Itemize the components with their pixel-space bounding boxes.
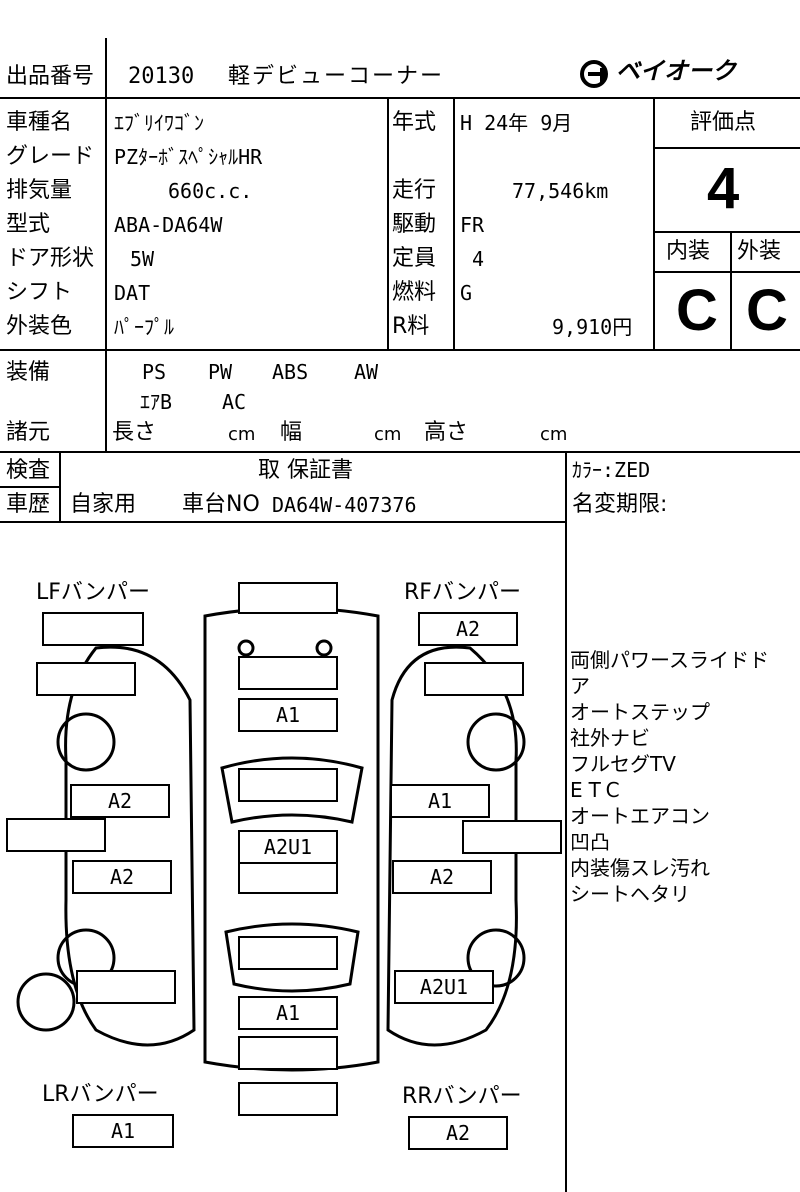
width-label: 幅 [280, 420, 303, 445]
roof-rear-box [238, 860, 338, 894]
rear-panel-box [238, 1036, 338, 1070]
inspection-label: 検査 [6, 458, 51, 483]
chassis-label: 車台NO [182, 492, 260, 517]
year: H 24年 9月 [460, 111, 573, 135]
color-code: ｶﾗｰ:ZED [572, 458, 651, 482]
dimensions-label: 諸元 [6, 420, 51, 445]
note-line: オートステップ [570, 700, 710, 724]
brand-logo: ベイオーク [578, 56, 788, 92]
equipment-ps: PS [142, 360, 167, 384]
note-line: 両側パワースライドド [570, 648, 769, 672]
lr-bumper-label: LRバンパー [42, 1082, 159, 1107]
equipment-pw: PW [208, 360, 233, 384]
roof-mark: A2U1 [238, 830, 338, 864]
displacement-label: 排気量 [6, 178, 73, 203]
note-line: 凹凸 [570, 830, 610, 854]
right-step-box [462, 820, 562, 854]
color-label: 外装色 [6, 314, 73, 339]
grade: PZﾀｰﾎﾞｽﾍﾟｼｬﾙHR [114, 145, 263, 169]
drive: FR [460, 213, 485, 237]
interior-grade: C [676, 278, 718, 343]
equipment-aw: AW [354, 360, 379, 384]
left-rear-door-mark: A2 [72, 860, 172, 894]
lr-bumper-mark: A1 [72, 1114, 174, 1148]
note-line: ETC [570, 778, 626, 802]
history-value: 自家用 [70, 492, 137, 517]
note-line: 社外ナビ [570, 726, 650, 750]
score: 4 [707, 156, 740, 221]
doors: 5W [130, 247, 155, 271]
score-label: 評価点 [690, 110, 757, 135]
logo-mark-icon [580, 60, 608, 88]
history-label: 車歴 [6, 492, 51, 517]
grade-label: グレード [6, 144, 95, 169]
note-line: 内装傷スレ汚れ [570, 856, 710, 880]
doors-label: ドア形状 [6, 246, 95, 271]
year-label: 年式 [392, 110, 437, 135]
displacement: 660c.c. [168, 179, 253, 203]
car-name: ｴﾌﾞﾘｲﾜｺﾞﾝ [114, 111, 204, 135]
model: ABA-DA64W [114, 213, 223, 237]
color: ﾊﾟｰﾌﾟﾙ [114, 315, 174, 339]
car-name-label: 車種名 [6, 110, 73, 135]
equipment-label: 装備 [6, 360, 51, 385]
brand-logo-text: ベイオーク [616, 58, 736, 85]
corner-name: 軽デビューコーナー [228, 64, 445, 89]
note-line: ア [570, 674, 590, 698]
rf-bumper-mark: A2 [418, 612, 518, 646]
left-front-fender-box [36, 662, 136, 696]
lot-label: 出品番号 [6, 64, 95, 89]
note-line: シートヘタリ [570, 882, 690, 906]
height-label: 高さ [424, 420, 469, 445]
windshield-box [238, 768, 338, 802]
fuel: G [460, 281, 473, 305]
left-front-door-mark: A2 [70, 784, 170, 818]
right-front-door-mark: A1 [390, 784, 490, 818]
r-fee-label: R料 [392, 314, 430, 339]
width-unit: cm [374, 424, 402, 445]
height-unit: cm [540, 424, 568, 445]
mileage: 77,546km [512, 179, 609, 203]
hood-mark: A1 [238, 698, 338, 732]
front-grille-box [238, 656, 338, 690]
right-rear-door-mark: A2 [392, 860, 492, 894]
inspection-value: 取 保証書 [258, 458, 353, 483]
rear-window-box [238, 936, 338, 970]
drive-label: 駆動 [392, 212, 437, 237]
capacity: 4 [472, 247, 485, 271]
lf-bumper-label: LFバンパー [36, 580, 151, 605]
equipment-abs: ABS [272, 360, 309, 384]
shift: DAT [114, 281, 151, 305]
back-door-mark: A1 [238, 996, 338, 1030]
lf-bumper-box [42, 612, 144, 646]
equipment-ac: AC [222, 390, 247, 414]
mileage-label: 走行 [392, 178, 437, 203]
r-fee: 9,910円 [552, 315, 633, 339]
length-label: 長さ [112, 420, 157, 445]
rf-bumper-label: RFバンパー [404, 580, 522, 605]
rr-bumper-mark: A2 [408, 1116, 508, 1150]
note-line: フルセグTV [570, 752, 676, 776]
exterior-label: 外装 [737, 239, 782, 264]
chassis-number: DA64W-407376 [272, 493, 417, 517]
interior-label: 内装 [666, 239, 711, 264]
fuel-label: 燃料 [392, 280, 437, 305]
name-change-label: 名変期限: [572, 492, 668, 517]
front-bumper-box [238, 582, 338, 614]
rr-bumper-label: RRバンパー [402, 1084, 522, 1109]
capacity-label: 定員 [392, 246, 437, 271]
note-line: オートエアコン [570, 804, 710, 828]
exterior-grade: C [746, 278, 788, 343]
rear-bumper-box [238, 1082, 338, 1116]
right-front-fender-box [424, 662, 524, 696]
length-unit: cm [228, 424, 256, 445]
model-label: 型式 [6, 212, 51, 237]
left-step-box [6, 818, 106, 852]
shift-label: シフト [6, 280, 73, 305]
equipment-airbag: ｴｱB [140, 390, 173, 414]
lot-number: 20130 [128, 64, 195, 89]
left-rear-quarter-box [76, 970, 176, 1004]
right-rear-quarter-mark: A2U1 [394, 970, 494, 1004]
